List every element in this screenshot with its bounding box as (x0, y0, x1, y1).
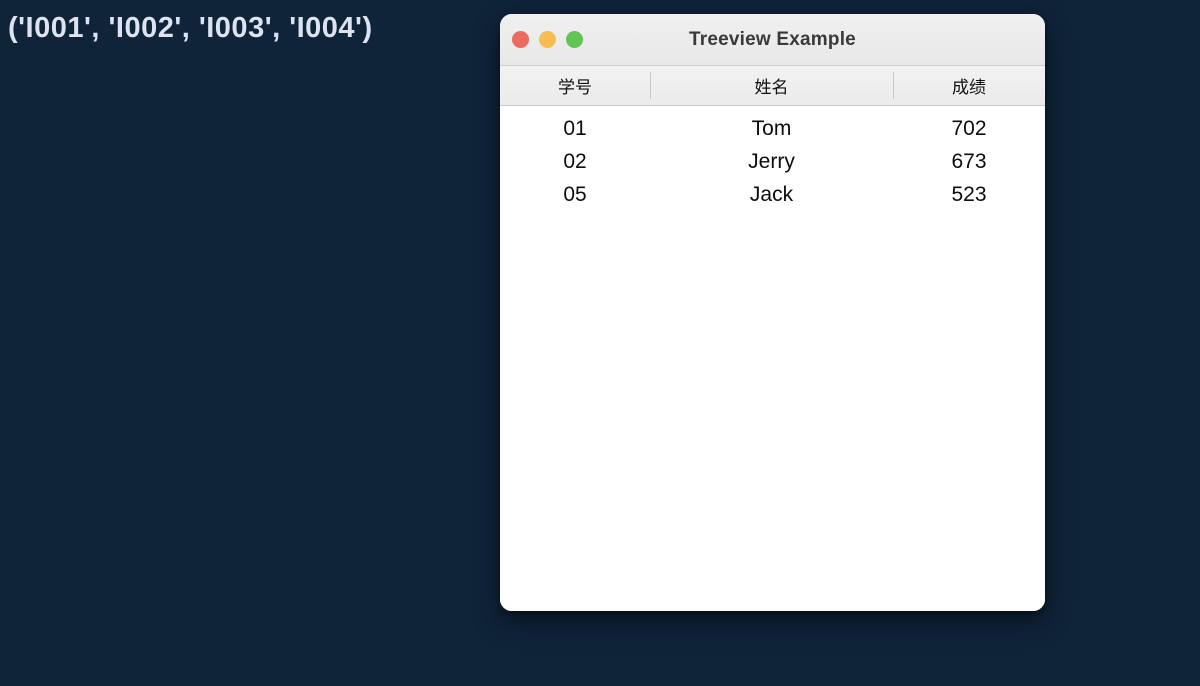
application-window: Treeview Example 学号 姓名 成绩 01 Tom 702 02 … (500, 14, 1045, 611)
console-output-text: ('I001', 'I002', 'I003', 'I004') (8, 12, 373, 44)
window-title: Treeview Example (689, 28, 856, 50)
cell-score: 702 (951, 116, 987, 140)
cell-name: Jack (749, 182, 794, 206)
cell-id: 05 (563, 182, 587, 206)
table-row[interactable]: 01 Tom 702 (500, 112, 1045, 145)
cell-score: 523 (951, 182, 987, 206)
cell-id: 01 (563, 116, 587, 140)
treeview-body[interactable]: 01 Tom 702 02 Jerry 673 05 Jack 523 (500, 106, 1045, 611)
cell-score: 673 (951, 149, 987, 173)
treeview-table: 学号 姓名 成绩 01 Tom 702 02 Jerry 673 05 Jack… (500, 66, 1045, 611)
column-header-score[interactable]: 成绩 (893, 66, 1045, 105)
window-title-bar[interactable]: Treeview Example (500, 14, 1045, 66)
minimize-button-icon[interactable] (539, 31, 556, 48)
close-button-icon[interactable] (512, 31, 529, 48)
cell-name: Tom (751, 116, 792, 140)
zoom-button-icon[interactable] (566, 31, 583, 48)
treeview-header-row: 学号 姓名 成绩 (500, 66, 1045, 106)
table-row[interactable]: 05 Jack 523 (500, 178, 1045, 211)
window-controls (512, 14, 583, 65)
column-header-id[interactable]: 学号 (558, 78, 592, 97)
cell-name: Jerry (748, 149, 795, 173)
column-header-name[interactable]: 姓名 (650, 66, 893, 105)
table-row[interactable]: 02 Jerry 673 (500, 145, 1045, 178)
cell-id: 02 (563, 149, 587, 173)
